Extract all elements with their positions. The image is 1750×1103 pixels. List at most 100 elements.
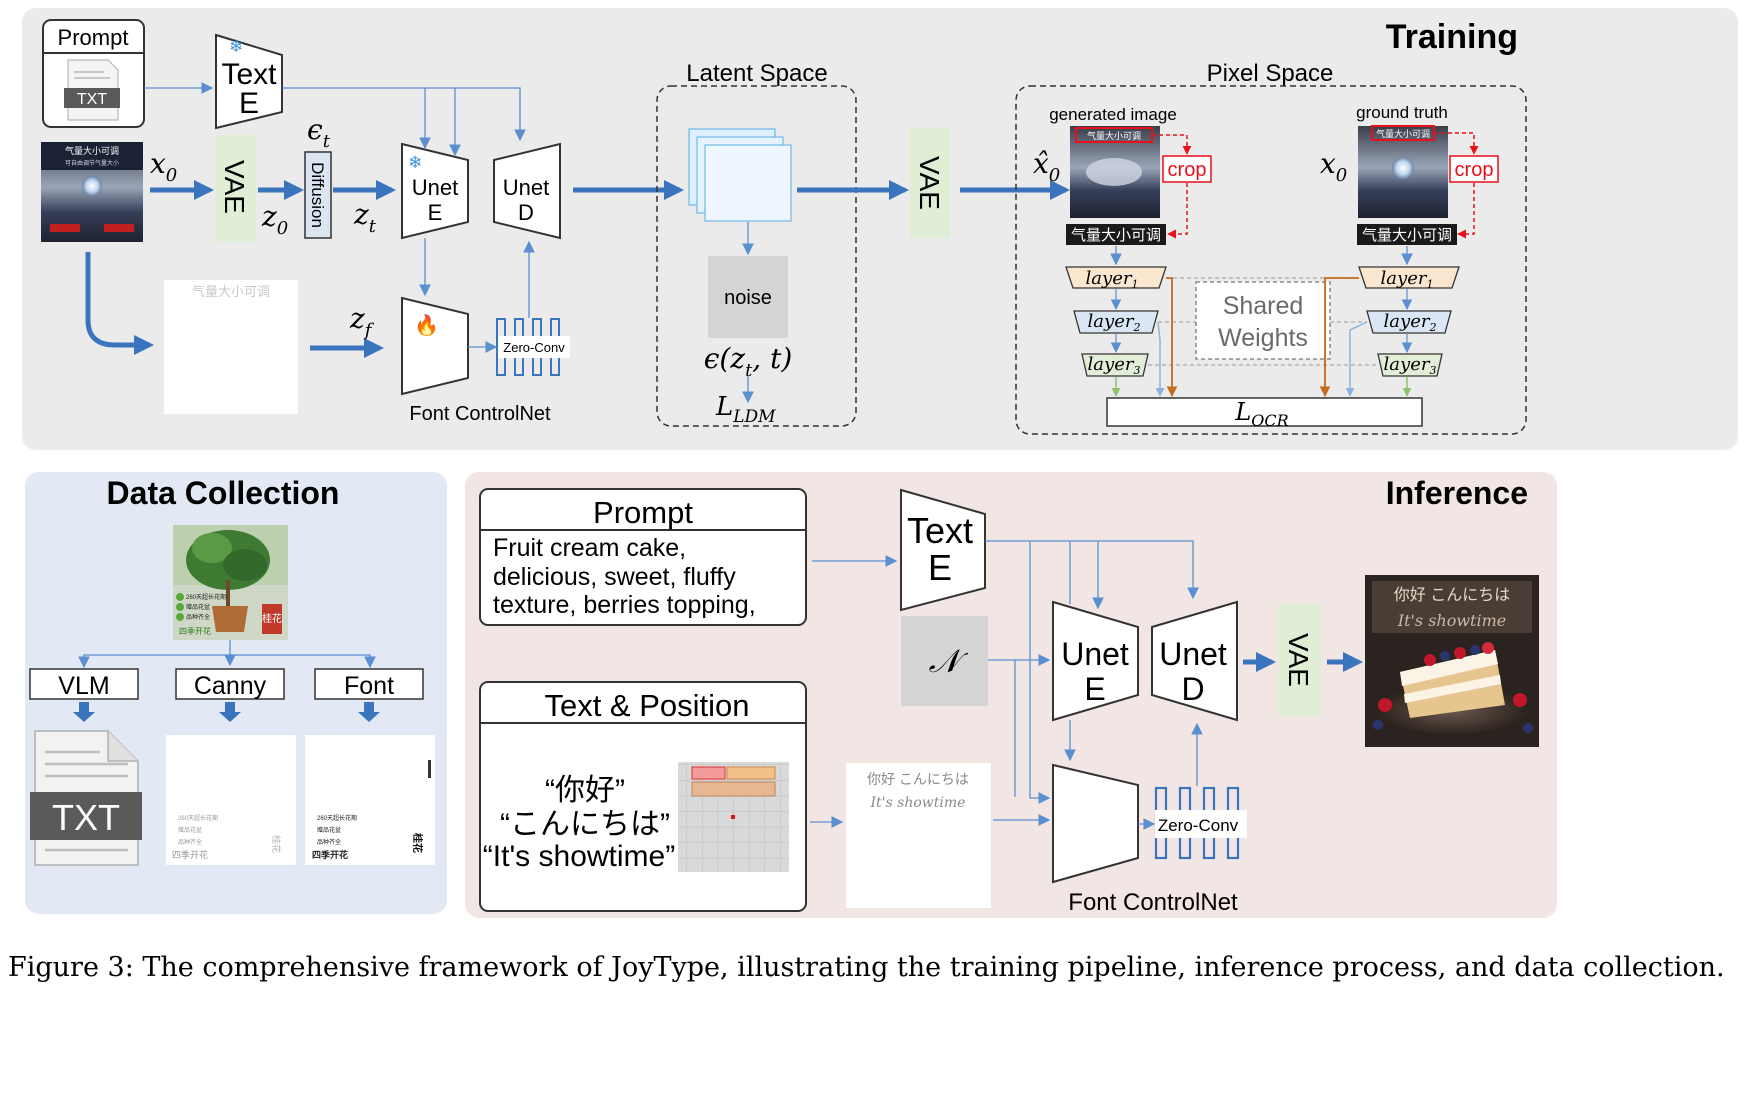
svg-text:品种齐全: 品种齐全 — [186, 613, 210, 621]
latent-space-box — [656, 85, 857, 427]
svg-text:赠品花盆: 赠品花盆 — [186, 603, 210, 611]
layer1-left: layer1 — [1086, 268, 1139, 291]
inference-unet-e-line2: E — [1084, 671, 1105, 707]
unet-e-line1: Unet — [412, 175, 458, 200]
gaussian-noise-box — [901, 616, 988, 706]
cropped-text-generated — [1066, 224, 1166, 245]
layer3-left: layer3 — [1088, 354, 1141, 377]
position-grid — [678, 762, 789, 872]
inference-font-controlnet-label: Font ControlNet — [1068, 889, 1238, 916]
inference-vae-label: VAE — [1283, 633, 1314, 687]
fire-icon: 🔥 — [414, 313, 439, 337]
svg-text:It's showtime: It's showtime — [1397, 611, 1506, 630]
svg-text:四季开花: 四季开花 — [172, 849, 208, 860]
branch-vlm-label: VLM — [58, 672, 109, 700]
text-encoder-line1: Text — [221, 58, 277, 91]
inference-unet-d-line1: Unet — [1159, 636, 1227, 672]
inference-text-encoder-shape — [900, 488, 986, 612]
diffusion-box — [304, 151, 332, 239]
svg-text:260天超长花期: 260天超长花期 — [317, 814, 357, 822]
svg-text:赠品花盆: 赠品花盆 — [317, 826, 341, 834]
crop-label-gt: crop — [1455, 159, 1494, 181]
svg-text:气量大小可调: 气量大小可调 — [65, 145, 119, 156]
glyph-condition-image — [164, 280, 298, 414]
crop-label-generated: crop — [1168, 159, 1207, 181]
svg-text:260天超长花期: 260天超长花期 — [186, 593, 226, 601]
x0-label: x0 — [150, 147, 177, 186]
product-image: 气量大小可调 可自由调节气量大小 — [41, 142, 143, 242]
branch-font-box — [314, 668, 424, 700]
quote-2: “こんにちは” — [500, 808, 670, 841]
unet-e-line2: E — [428, 200, 443, 225]
ground-truth-image: 气量大小可调 — [1358, 125, 1448, 218]
txt-label: TXT — [77, 91, 107, 108]
unet-d-line1: Unet — [503, 175, 549, 200]
text-encoder-line2: E — [239, 87, 259, 120]
branch-canny-box — [175, 668, 285, 700]
vae-label: VAE — [219, 160, 250, 214]
down-arrows — [73, 702, 380, 722]
inference-vae — [1278, 604, 1321, 716]
snowflake-icon: ❄ — [408, 153, 422, 172]
layer2-left: layer2 — [1088, 311, 1141, 334]
inference-zero-conv-label: Zero-Conv — [1158, 816, 1239, 835]
noise-box — [708, 256, 788, 338]
figure-caption: Figure 3: The comprehensive framework of… — [8, 952, 1725, 983]
l-ocr-label: LOCR — [1234, 398, 1288, 430]
svg-text:四季开花: 四季开花 — [312, 849, 348, 860]
data-collection-title: Data Collection — [107, 475, 340, 511]
svg-text:It's showtime: It's showtime — [870, 795, 966, 811]
svg-text:气量大小可调: 气量大小可调 — [1087, 130, 1141, 141]
vae-encoder — [215, 135, 256, 242]
inference-prompt-title: Prompt — [593, 495, 693, 530]
prompt-label: Prompt — [58, 25, 129, 50]
ocr-layers-right — [1358, 266, 1460, 377]
pixel-space-box — [1015, 85, 1527, 435]
svg-text:气量大小可调: 气量大小可调 — [1362, 227, 1452, 244]
layer1-right: layer1 — [1381, 268, 1434, 291]
latent-space-title: Latent Space — [686, 60, 827, 87]
x0-gt-label: x0 — [1320, 147, 1347, 186]
pixel-space-title: Pixel Space — [1207, 60, 1334, 87]
ground-truth-label: ground truth — [1356, 103, 1448, 122]
shared-weights-line1: Shared — [1223, 292, 1304, 320]
inference-title: Inference — [1386, 475, 1528, 511]
text-position-title: Text & Position — [544, 688, 749, 723]
inference-unet-encoder-shape — [1052, 600, 1139, 722]
unet-encoder-shape — [401, 142, 469, 240]
inference-font-controlnet-shape — [1052, 763, 1139, 884]
layer3-right: layer3 — [1384, 354, 1437, 377]
xhat0-label: x̂0 — [1033, 147, 1060, 186]
cropped-text-gt — [1357, 224, 1457, 245]
diffusion-label: Diffusion — [308, 162, 327, 228]
zero-conv-label: Zero-Conv — [503, 340, 565, 355]
svg-text:你好 こんにちは: 你好 こんにちは — [867, 771, 969, 787]
branch-vlm-box — [29, 668, 139, 700]
prompt-line-1: Fruit cream cake, — [493, 534, 686, 562]
unet-decoder-shape — [493, 142, 561, 240]
l-ocr-box — [1106, 397, 1423, 427]
epsilon-t-label: ϵt — [307, 113, 331, 152]
z0-label: z0 — [261, 200, 288, 239]
latent-stack — [688, 128, 792, 222]
glyph-render-image — [846, 763, 991, 908]
shared-weights-box — [1195, 281, 1331, 360]
generated-image: 气量大小可调 — [1070, 126, 1160, 218]
svg-text:气量大小可调: 气量大小可调 — [1071, 227, 1161, 244]
generated-image-label: generated image — [1049, 105, 1177, 124]
inference-unet-d-line2: D — [1181, 671, 1204, 707]
cake-output-image: 你好 こんにちは It's showtime — [1365, 575, 1539, 747]
font-image: 260天超长花期 赠品花盆 品种齐全 四季开花 桂花 — [305, 735, 435, 865]
txt-file-icon: TXT — [64, 59, 120, 121]
noise-label: noise — [724, 287, 772, 309]
svg-text:气量大小可调: 气量大小可调 — [1376, 128, 1430, 139]
inference-unet-e-line1: Unet — [1061, 636, 1129, 672]
txt-file-icon: TXT — [30, 730, 142, 866]
svg-text:品种齐全: 品种齐全 — [178, 838, 202, 846]
prompt-line-2: delicious, sweet, fluffy — [493, 563, 736, 591]
epsilon-prediction: ϵ(zt, t) — [704, 342, 793, 381]
svg-text:260天超长花期: 260天超长花期 — [178, 814, 218, 822]
canny-image: 260天超长花期 赠品花盆 品种齐全 四季开花 桂花 — [166, 735, 296, 865]
inference-prompt-box — [479, 488, 807, 626]
